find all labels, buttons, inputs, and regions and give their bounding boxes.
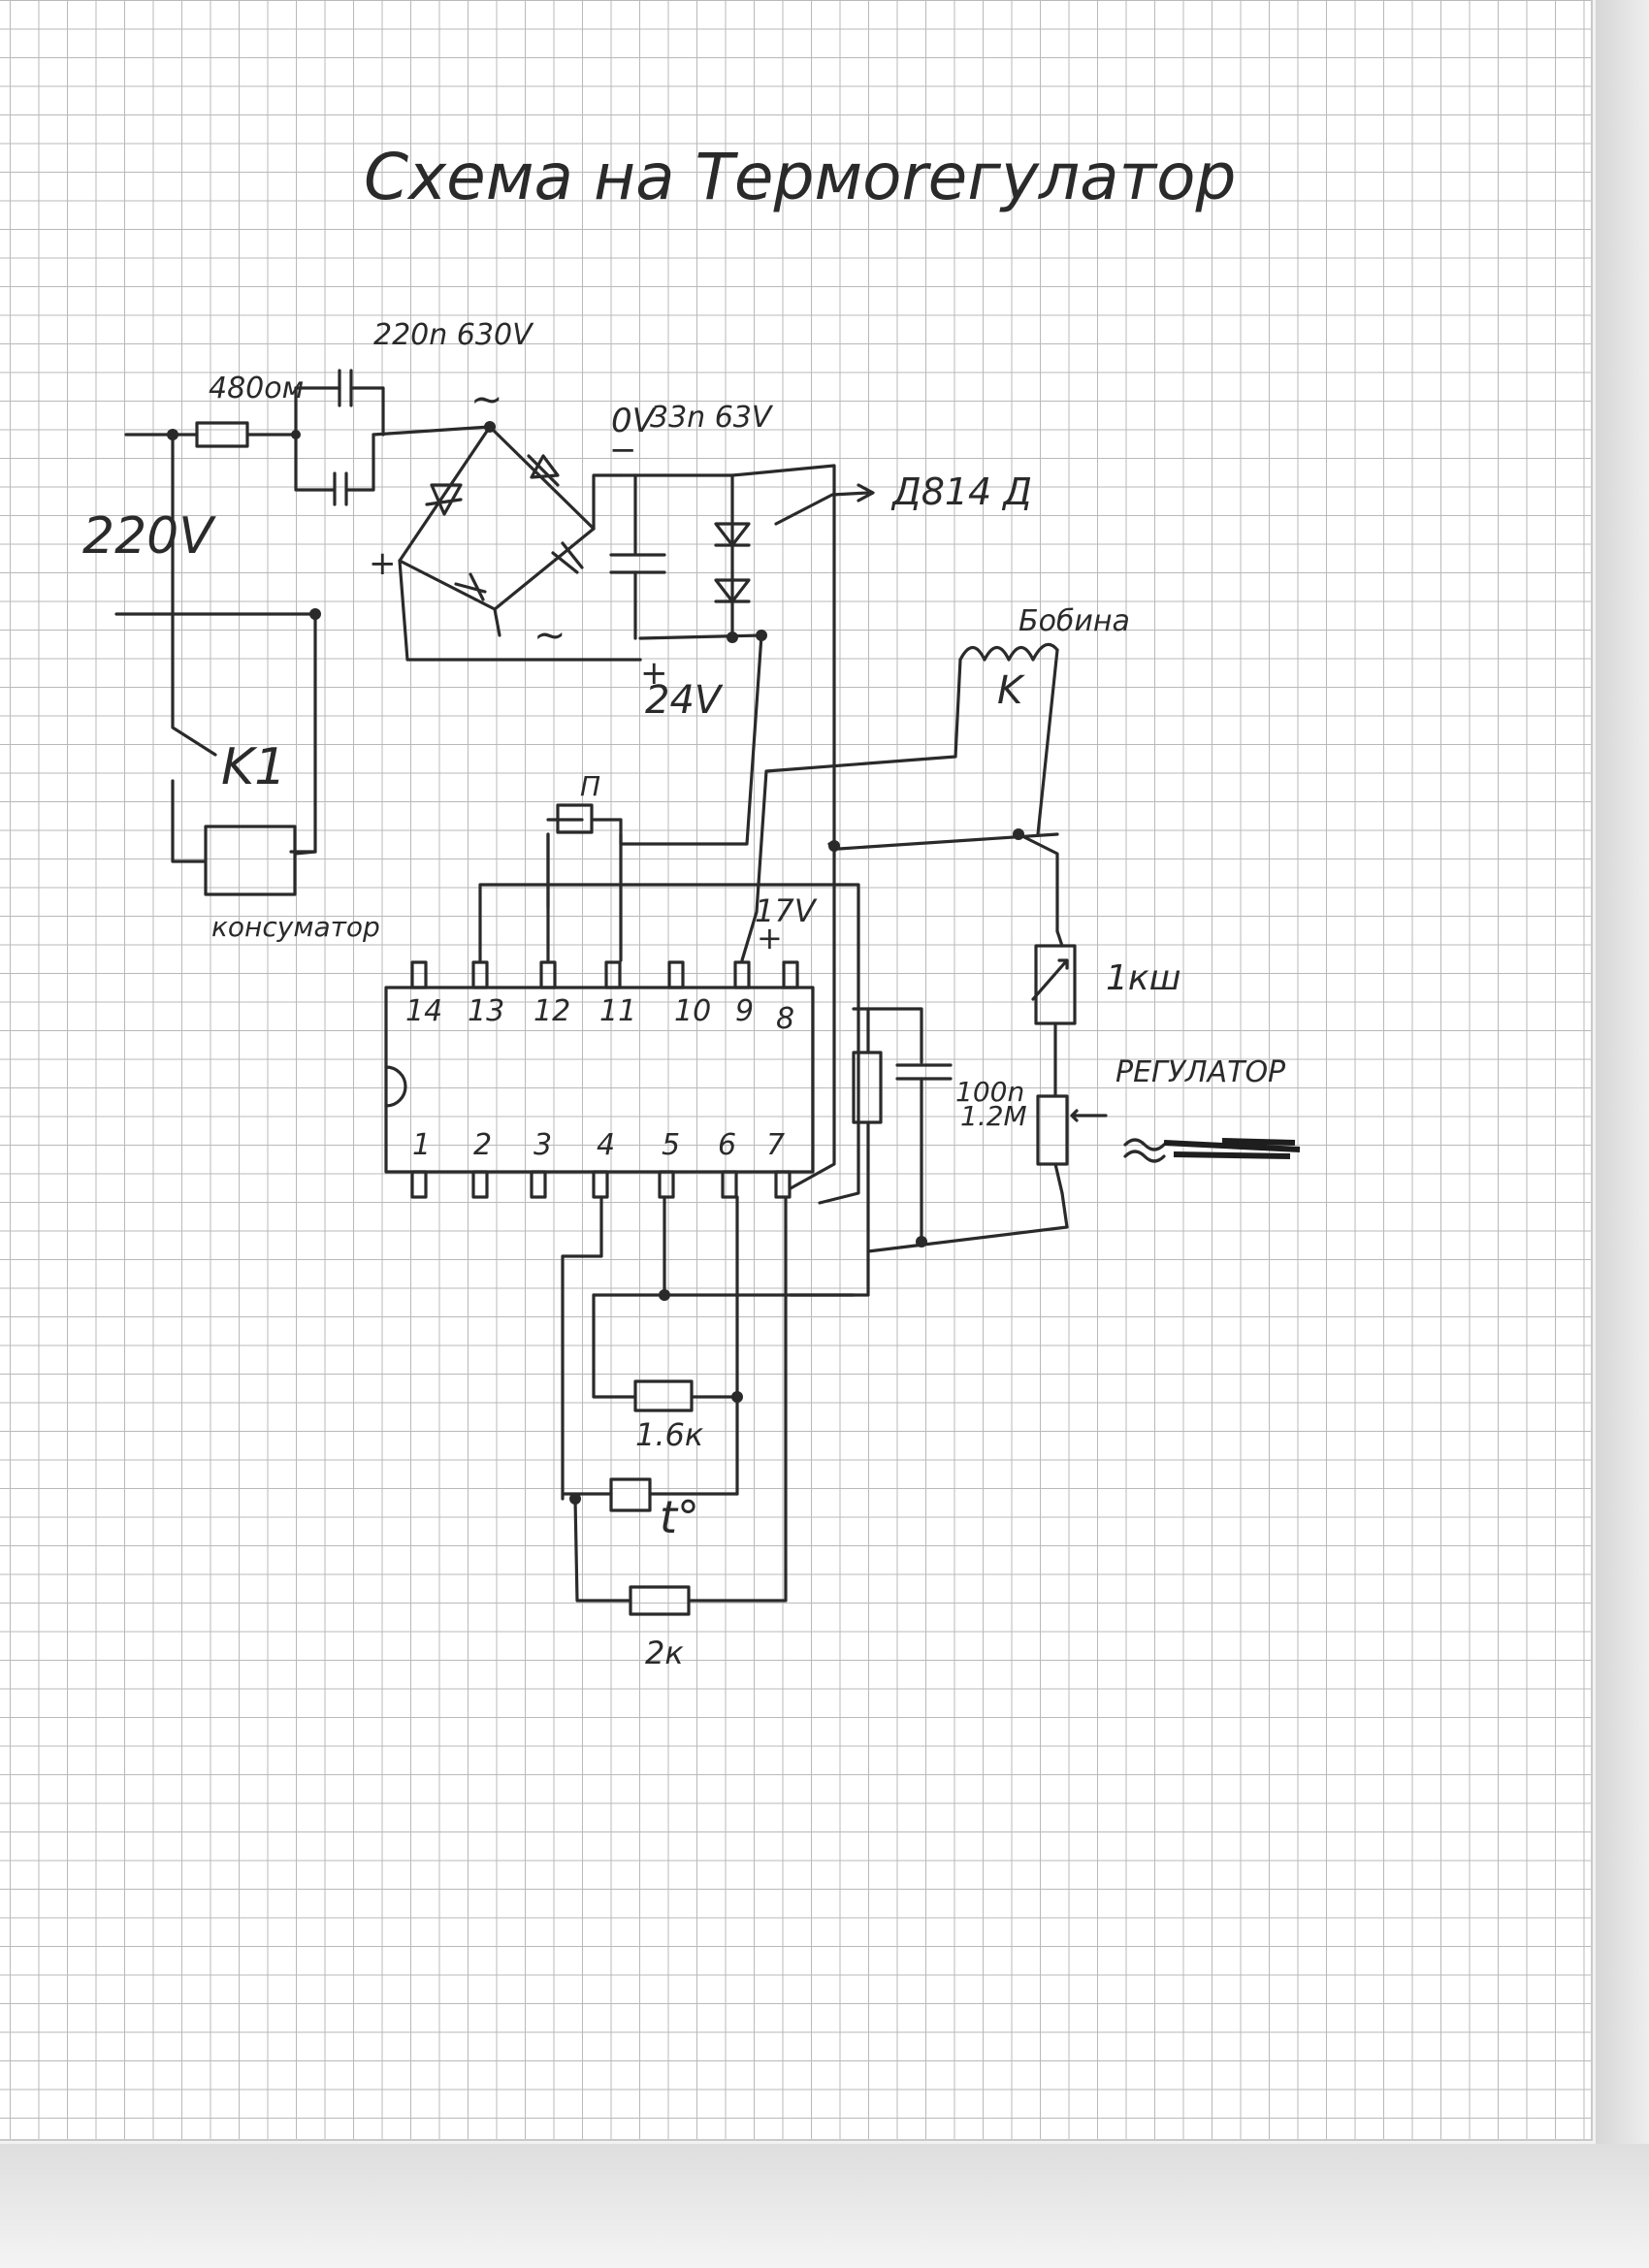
mains-input xyxy=(114,369,492,863)
ic-chip xyxy=(384,960,815,1199)
label-24v: 24V xyxy=(645,678,724,723)
ic-bottom-pin-labels: 1 2 3 4 5 6 7 xyxy=(412,1128,785,1162)
graph-paper-sheet xyxy=(0,0,1593,2141)
sensor-network xyxy=(561,1195,856,1616)
ic-pin-11: 11 xyxy=(599,994,636,1028)
page-edge-shadow xyxy=(1596,0,1649,2268)
ic-pin-6: 6 xyxy=(718,1128,736,1162)
relay-contact-k1 xyxy=(204,825,317,896)
label-regulator: РЕГУЛАТОР xyxy=(1116,1055,1286,1089)
ic-pin-12: 12 xyxy=(534,994,570,1028)
label-coil-k: K xyxy=(997,668,1025,713)
thermistor xyxy=(609,1477,652,1512)
ic-notch xyxy=(384,1065,407,1108)
label-thermistor: t° xyxy=(660,1491,699,1543)
label-k1: K1 xyxy=(221,738,286,796)
diagram-title: Схема на Термоrегулатор xyxy=(364,140,1236,214)
label-0v: 0V xyxy=(611,402,658,440)
scanner-bottom-area xyxy=(0,2144,1649,2268)
resistor-1-6k xyxy=(633,1379,694,1412)
label-consumer: консуматор xyxy=(211,911,380,943)
filter-and-zener xyxy=(609,464,875,846)
ic-bottom-pin-stubs xyxy=(410,1170,792,1199)
capacitor-100n xyxy=(895,1063,953,1081)
label-coil: Бобина xyxy=(1018,604,1130,638)
potentiometer-1k xyxy=(1034,944,1077,1025)
ic-top-pin-labels: 14 13 12 11 10 9 8 xyxy=(405,994,794,1036)
ic-top-pin-stubs xyxy=(410,960,799,989)
label-2k: 2к xyxy=(645,1635,684,1671)
ic-pin-2: 2 xyxy=(473,1128,492,1162)
ic-pin-10: 10 xyxy=(674,994,711,1028)
ic-pin-3: 3 xyxy=(534,1128,552,1162)
bridge-minus: − xyxy=(609,431,637,470)
label-1-2m: 1.2М xyxy=(960,1100,1027,1132)
zener-diode-1 xyxy=(714,522,751,547)
ic-top-wiring xyxy=(478,803,1059,1205)
label-220n-630v: 220n 630V xyxy=(373,318,534,352)
relay-coil xyxy=(755,642,1059,914)
bridge-plus: + xyxy=(369,544,397,583)
load-consumer-box xyxy=(204,825,297,896)
regulator-potentiometer xyxy=(1036,1094,1069,1166)
ic-pin-14: 14 xyxy=(405,994,442,1028)
label-220v: 220V xyxy=(82,507,216,566)
resistor-2k xyxy=(629,1585,691,1616)
label-1-6k: 1.6к xyxy=(635,1416,704,1453)
label-33n-63v: 33n 63V xyxy=(650,401,774,435)
zener-diode-2 xyxy=(714,578,751,603)
label-trimmer: П xyxy=(580,770,600,802)
ic-pin-8: 8 xyxy=(776,1002,794,1036)
plus-24v: + xyxy=(640,654,668,693)
label-100n: 100n xyxy=(955,1076,1024,1108)
label-1k-pot: 1кш xyxy=(1106,958,1181,998)
bridge-ac-bottom: ~ xyxy=(534,613,566,658)
ic-pin-5: 5 xyxy=(662,1128,680,1162)
label-d814d: Д814 Д xyxy=(890,470,1032,513)
resistor-480-ohm xyxy=(195,421,249,448)
label-480-ohm: 480ом xyxy=(209,372,304,405)
ic-pin-1: 1 xyxy=(412,1128,431,1162)
diode-bridge xyxy=(398,421,642,662)
ic-pin-9: 9 xyxy=(735,994,754,1028)
plus-17v: + xyxy=(757,920,783,956)
bridge-ac-top: ~ xyxy=(470,377,503,422)
ic-pin-13: 13 xyxy=(468,994,504,1028)
right-side-network xyxy=(789,929,1301,1297)
ic-pin-7: 7 xyxy=(766,1128,785,1162)
capacitor-220n xyxy=(338,369,353,407)
ic-pin-4: 4 xyxy=(597,1128,615,1162)
label-17v: 17V xyxy=(755,892,818,929)
capacitor-33n xyxy=(609,553,666,574)
